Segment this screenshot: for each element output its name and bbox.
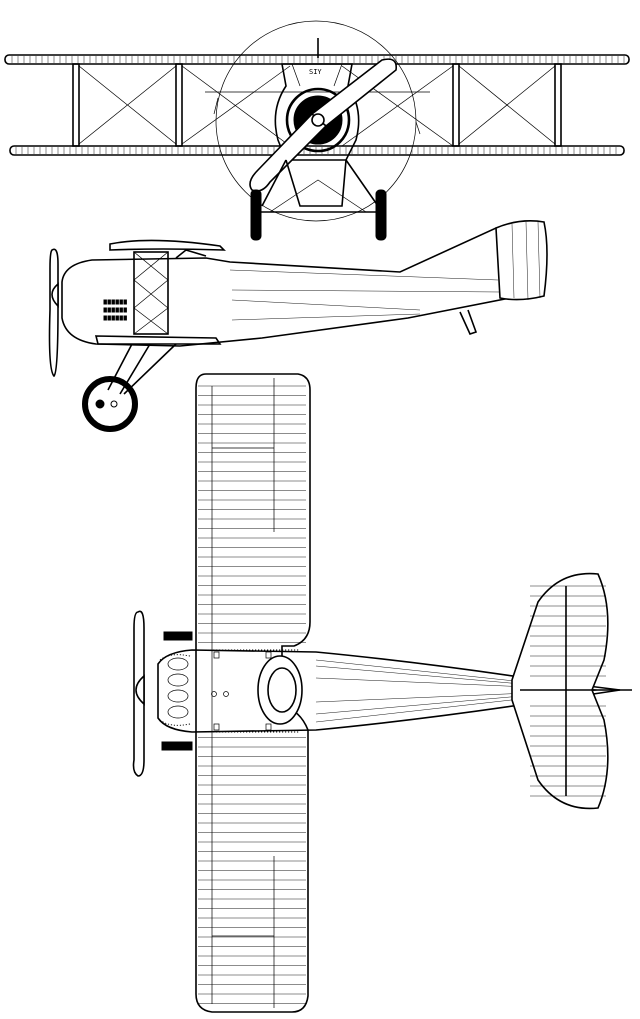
top-horizontal-tail	[511, 572, 609, 810]
louvre-mark	[115, 299, 119, 305]
front-lower-wing	[9, 145, 625, 156]
front-propeller-blade-upper	[310, 58, 398, 128]
side-cockpit-screen	[175, 249, 207, 259]
louvre-mark	[119, 299, 123, 305]
front-lower-wing-ribs	[15, 147, 617, 154]
top-view	[132, 373, 632, 1013]
side-interplane-cross-bracing	[133, 251, 169, 335]
front-rotation-arrow	[213, 97, 421, 135]
side-wheel-hub	[95, 399, 105, 409]
louvre-mark	[107, 315, 111, 321]
side-vertical-tail	[495, 220, 548, 301]
side-fuselage-longerons	[229, 269, 501, 321]
louvre-mark	[123, 307, 127, 313]
cowl-stipple	[159, 654, 191, 726]
cylinder-bank-mark	[167, 705, 189, 719]
front-axle-fairing	[269, 179, 367, 213]
top-aileron-lines	[212, 378, 275, 1008]
front-prop-hub	[311, 113, 325, 127]
side-tailskid	[459, 309, 478, 335]
cylinder-bank-mark	[167, 689, 189, 703]
louvre-mark	[103, 307, 107, 313]
side-spinner	[51, 282, 59, 308]
louvre-mark	[115, 315, 119, 321]
side-view	[48, 220, 548, 432]
louvre-mark	[123, 299, 127, 305]
side-wheel	[82, 376, 138, 432]
top-fuselage-longerons	[315, 659, 601, 723]
side-interplane-strut-box	[133, 251, 169, 335]
louvre-mark	[119, 307, 123, 313]
front-undercarriage-legs	[261, 159, 379, 207]
side-upper-wing	[109, 239, 226, 251]
front-strut-right-inner	[452, 63, 460, 147]
louvre-mark	[119, 315, 123, 321]
side-cowl-louvres	[103, 299, 127, 321]
front-cabane-struts	[291, 63, 343, 87]
louvre-mark	[123, 315, 127, 321]
front-radiator-ring	[285, 87, 351, 153]
louvre-mark	[107, 307, 111, 313]
front-strut-left-inner	[175, 63, 183, 147]
front-view: SIY	[4, 20, 630, 241]
propeller-disc-circle	[215, 20, 417, 222]
front-strut-left-outer	[72, 63, 80, 147]
top-exhaust-pipes	[161, 631, 193, 751]
top-cockpit-seat	[267, 667, 297, 713]
side-wheel-hub-right	[110, 400, 118, 408]
front-bracing-wires	[78, 65, 556, 147]
side-propeller	[48, 248, 59, 378]
louvre-mark	[111, 307, 115, 313]
front-propeller-blade-lower	[249, 112, 328, 192]
top-wing-root-markers	[198, 649, 300, 733]
cylinder-bank-mark	[167, 673, 189, 687]
louvre-mark	[103, 299, 107, 305]
louvre-mark	[111, 299, 115, 305]
front-wheel-right	[375, 189, 387, 241]
side-rudder-ribs	[511, 221, 541, 301]
front-wheel-left	[250, 189, 262, 241]
cylinder-bank-mark	[167, 657, 189, 671]
top-tail-ribs	[530, 585, 606, 797]
top-engine-cowl-details	[159, 654, 191, 726]
louvre-mark	[115, 307, 119, 313]
front-strut-right-outer	[554, 63, 562, 147]
front-upper-wing-ribs	[11, 56, 625, 63]
louvre-mark	[103, 315, 107, 321]
front-text-marking: SIY	[309, 68, 322, 76]
louvre-mark	[111, 315, 115, 321]
front-upper-wing	[4, 54, 630, 65]
top-spinner	[135, 674, 145, 706]
side-lower-wing	[94, 335, 222, 345]
side-undercarriage-struts	[107, 343, 177, 395]
louvre-mark	[107, 299, 111, 305]
